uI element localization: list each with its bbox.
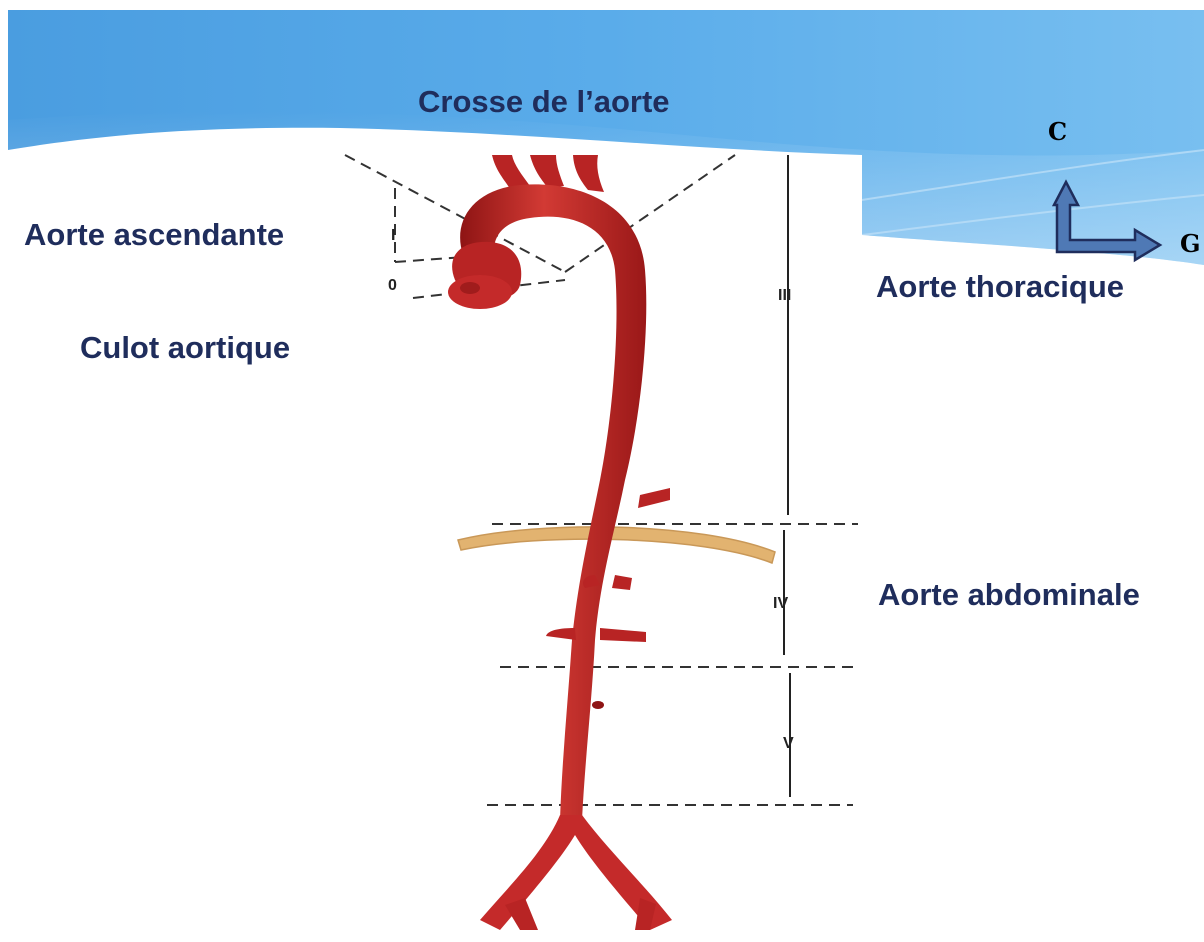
segment-I: I xyxy=(391,227,395,244)
diaphragm-band xyxy=(458,527,775,563)
page-title: Crosse de l’aorte xyxy=(418,84,670,120)
segment-V: V xyxy=(783,735,794,752)
label-aorte-ascendante: Aorte ascendante xyxy=(24,217,284,253)
segment-III: III xyxy=(778,287,791,304)
segment-scale-line xyxy=(784,155,790,797)
segment-0: 0 xyxy=(388,277,397,294)
label-aorte-abdominale: Aorte abdominale xyxy=(878,577,1140,613)
label-culot-aortique: Culot aortique xyxy=(80,330,290,366)
segment-IV: IV xyxy=(773,595,788,612)
orientation-label-left: G xyxy=(1180,230,1201,258)
label-aorte-thoracique: Aorte thoracique xyxy=(876,269,1124,305)
orientation-label-cranial: C xyxy=(1048,118,1067,146)
